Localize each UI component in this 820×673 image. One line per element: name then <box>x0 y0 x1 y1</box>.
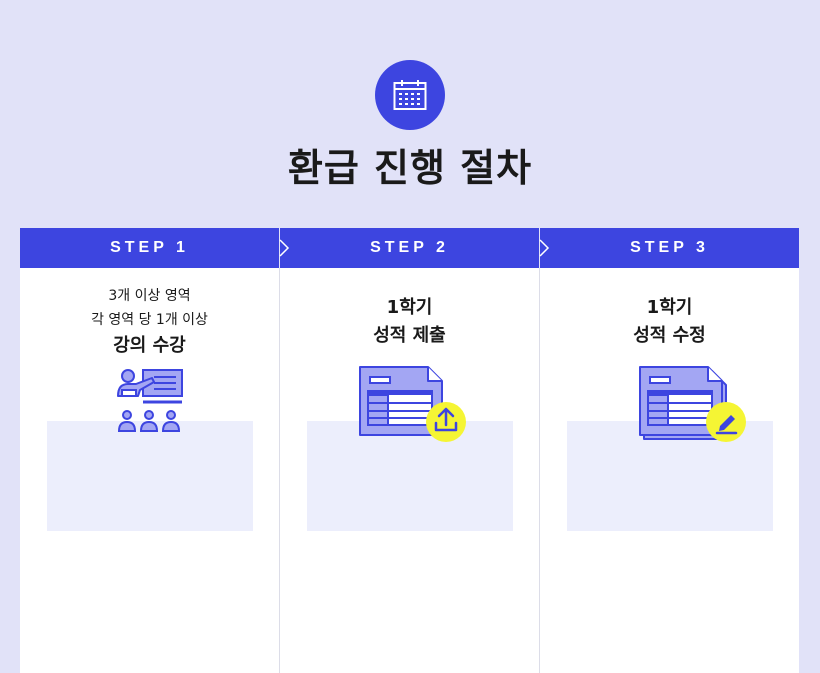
document-edit-icon <box>639 366 746 442</box>
step-1-header: STEP 1 <box>20 228 279 268</box>
step-1-line1: 3개 이상 영역 <box>108 288 191 304</box>
step-3-header: STEP 3 <box>540 228 799 268</box>
document-upload-icon <box>359 366 466 442</box>
calendar-badge <box>375 60 445 130</box>
step-2-column: STEP 2 1학기 성적 제출 <box>280 228 539 673</box>
step-2-image-placeholder <box>307 421 513 531</box>
chevron-right-icon <box>539 239 550 257</box>
page-title: 환급 진행 절차 <box>287 146 533 190</box>
step-3-column: STEP 3 1학기 성적 수정 <box>540 228 799 673</box>
step-3-line1: 1학기 <box>646 297 693 318</box>
step-1-column: STEP 1 3개 이상 영역 각 영역 당 1개 이상 강의 수강 <box>20 228 279 673</box>
step-2-bold: 성적 제출 <box>373 325 446 346</box>
step-1-bold: 강의 수강 <box>113 335 186 356</box>
step-2-description: 1학기 성적 제출 <box>280 294 539 350</box>
step-3-bold: 성적 수정 <box>633 325 706 346</box>
calendar-icon <box>393 80 427 110</box>
step-2-line1: 1학기 <box>386 297 433 318</box>
step-1-line2: 각 영역 당 1개 이상 <box>91 312 208 328</box>
step-1-description: 3개 이상 영역 각 영역 당 1개 이상 강의 수강 <box>20 284 279 360</box>
column-divider <box>279 268 280 673</box>
step-2-header: STEP 2 <box>280 228 539 268</box>
chevron-right-icon <box>279 239 290 257</box>
steps-panel: STEP 1 3개 이상 영역 각 영역 당 1개 이상 강의 수강 <box>20 228 799 673</box>
step-1-image-placeholder <box>47 421 253 531</box>
lecture-icon <box>117 369 183 432</box>
column-divider <box>539 268 540 673</box>
step-3-description: 1학기 성적 수정 <box>540 294 799 350</box>
